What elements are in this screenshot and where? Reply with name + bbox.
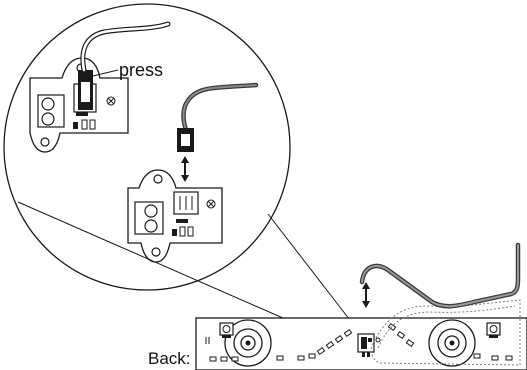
harness-arrow <box>362 282 370 308</box>
panel-slots <box>209 322 513 362</box>
magnified-view: press <box>3 3 291 291</box>
sensor-lens-icon <box>41 97 55 111</box>
screw-icon <box>207 200 215 208</box>
plug-arrow <box>181 156 189 182</box>
upper-cable-core <box>81 22 170 72</box>
board-sensor-module <box>357 333 381 357</box>
speaker-icon <box>233 328 263 358</box>
socket-pins <box>179 196 193 210</box>
detached-plug <box>177 82 259 152</box>
sensor-lens-icon <box>144 204 158 218</box>
mount-hole-icon <box>40 137 50 147</box>
detached-cable-core <box>182 84 257 131</box>
sensor-lens-icon <box>41 112 55 126</box>
back-panel <box>195 299 527 370</box>
speaker-icon <box>245 340 251 346</box>
component-icon <box>81 119 88 130</box>
component-icon <box>172 229 177 236</box>
plug-latch <box>181 134 190 146</box>
component-icon <box>187 226 194 237</box>
back-label: Back: <box>148 349 191 368</box>
press-label: press <box>119 60 163 80</box>
cable-route <box>377 305 516 349</box>
terminal-icon <box>486 322 501 338</box>
mount-hole-icon <box>151 247 161 257</box>
speaker-icon <box>444 335 460 351</box>
upper-module <box>29 21 171 153</box>
press-pointer <box>92 69 119 77</box>
sensor-lens-icon <box>144 219 158 233</box>
speaker-icon <box>437 328 467 358</box>
mount-hole-icon <box>153 174 163 184</box>
speaker-icon <box>449 340 455 346</box>
harness-wire <box>359 242 521 309</box>
component-icon <box>176 219 188 223</box>
screw-icon <box>206 199 216 209</box>
component-icon <box>73 122 78 129</box>
screw-icon <box>107 97 115 105</box>
component-icon <box>76 112 88 116</box>
terminal-icon <box>219 322 234 338</box>
component-icon <box>179 226 186 237</box>
connector-latch <box>81 82 90 102</box>
lower-module <box>127 169 223 263</box>
screw-icon <box>106 96 116 106</box>
speaker-icon <box>428 319 476 367</box>
speaker-icon <box>240 335 256 351</box>
component-icon <box>89 119 96 130</box>
speaker-icon <box>224 319 272 367</box>
